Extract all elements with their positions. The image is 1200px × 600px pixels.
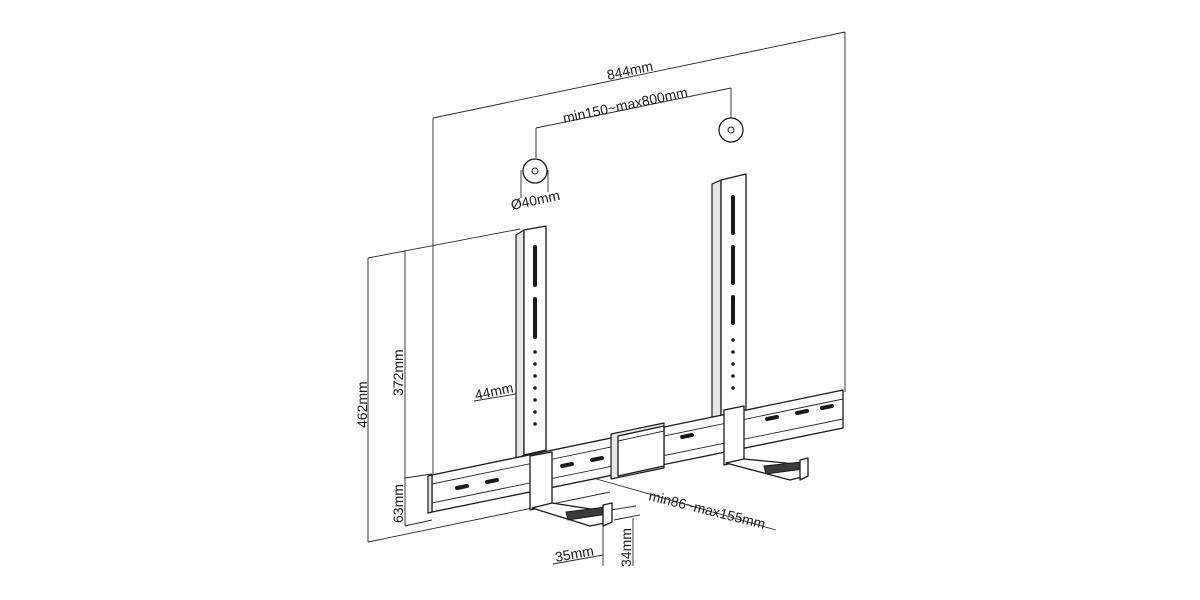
lip-width-label: 35mm [554,542,595,565]
washer-left [522,158,548,184]
washer-diameter-label: Ø40mm [509,187,561,213]
vesa-spacing-label: min150~max800mm [561,84,689,126]
dimension-labels: 844mm min150~max800mm Ø40mm 462mm 372mm … [354,58,767,567]
washer-right [718,117,744,143]
lip-height-label: 34mm [618,528,634,567]
right-vertical-arm [711,173,747,425]
bar-height-label: 63mm [390,484,406,523]
left-shelf-bracket [529,451,613,527]
arm-width-label: 44mm [473,379,514,403]
shelf-depth-label: min86~max155mm [647,487,767,531]
dimension-lines [367,31,846,566]
right-shelf-bracket [723,405,809,481]
left-vertical-arm [515,225,547,461]
total-height-label: 462mm [354,381,370,428]
arm-height-label: 372mm [390,349,406,396]
overall-width-label: 844mm [605,58,654,83]
center-clamp [610,422,665,480]
